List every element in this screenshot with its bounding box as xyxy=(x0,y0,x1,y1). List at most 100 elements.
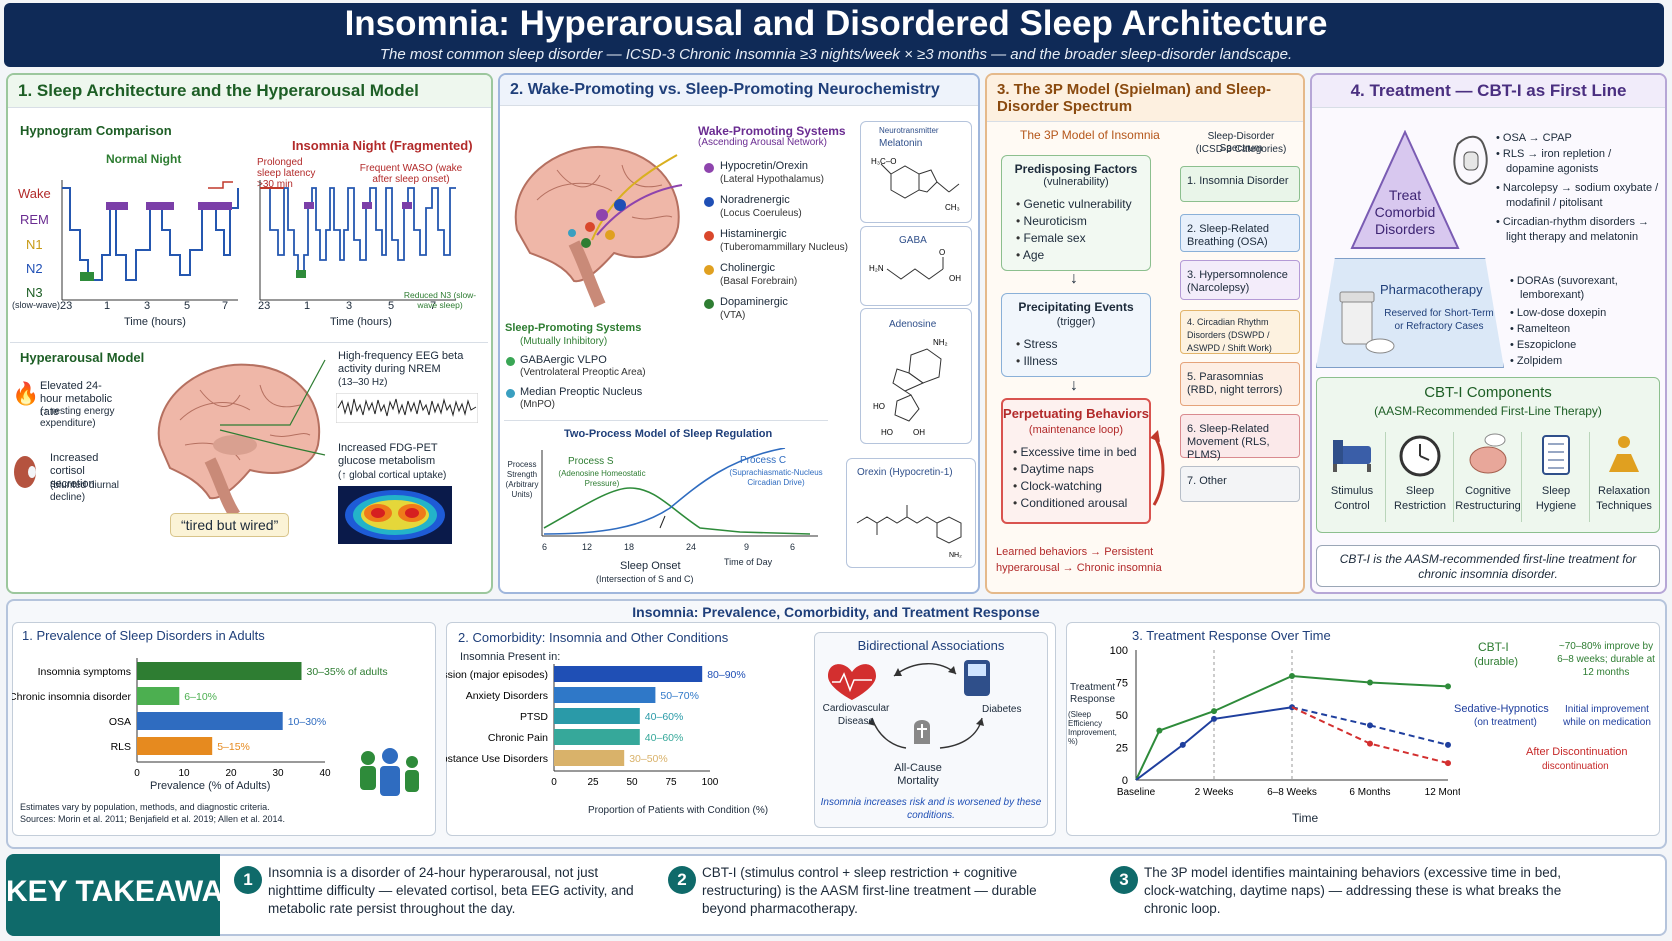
wake-system-name: Cholinergic xyxy=(720,262,776,274)
x-tick-label: 50 xyxy=(626,777,638,788)
divider xyxy=(1453,432,1454,522)
svg-text:OH: OH xyxy=(949,274,961,283)
prevalence-x-label: Prevalence (% of Adults) xyxy=(150,780,271,792)
data-point xyxy=(1445,760,1451,767)
hypnotic-series-note: Initial improvement while on medication xyxy=(1563,704,1651,728)
3p-model-title: The 3P Model of Insomnia xyxy=(1020,128,1160,142)
panel-1-title: 1. Sleep Architecture and the Hyperarous… xyxy=(8,75,491,108)
down-arrow-icon: ↓ xyxy=(1070,270,1078,287)
panel-4-title: 4. Treatment — CBT-I as First Line xyxy=(1312,75,1665,108)
category-label: PTSD xyxy=(520,711,548,723)
y-tick-label: 100 xyxy=(1110,645,1128,657)
sleep-system-name: GABAergic VLPO xyxy=(520,354,607,366)
sleep-system-sub: (Ventrolateral Preoptic Area) xyxy=(520,367,646,378)
meditation-icon xyxy=(1609,436,1639,472)
wake-system-name: Noradrenergic xyxy=(720,194,790,206)
x-tick-label: 2 Weeks xyxy=(1195,787,1234,798)
spectrum-item: 2. Sleep-Related Breathing (OSA) xyxy=(1180,214,1300,252)
cbti-component-label: Sleep Restriction xyxy=(1394,485,1446,512)
normal-night-label: Normal Night xyxy=(106,152,182,166)
y-tick-label: 50 xyxy=(1116,710,1128,722)
orexin-structure-icon: NH₂ xyxy=(856,505,962,559)
precipitating-box: Precipitating Events (trigger) StressIll… xyxy=(1001,293,1151,377)
wake-system-name: Histaminergic xyxy=(720,228,787,240)
wake-system-sub: (Locus Coeruleus) xyxy=(720,208,802,219)
spectrum-title: Sleep-Disorder Spectrum xyxy=(1207,131,1275,154)
cbti-component-label: Cognitive Restructuring xyxy=(1455,485,1521,512)
divider xyxy=(1589,432,1590,522)
wake-system-sub: (Basal Forebrain) xyxy=(720,276,798,287)
svg-text:H₃C–O: H₃C–O xyxy=(871,157,896,166)
perpetuating-box: Perpetuating Behaviors (maintenance loop… xyxy=(1001,398,1151,524)
y-tick-label: 0 xyxy=(1122,775,1128,787)
comorbid-item: • Narcolepsy → sodium oxybate / modafini… xyxy=(1496,182,1659,209)
cbti-series-label: CBT-I xyxy=(1478,640,1509,654)
hyperarousal-connectors xyxy=(219,359,326,456)
wake-system-dot xyxy=(704,231,714,241)
drug-item: • Eszopiclone xyxy=(1510,339,1577,351)
x-tick-label: 12 Months xyxy=(1425,787,1460,798)
cpap-mask-icon xyxy=(1453,135,1488,186)
data-label: 80–90% xyxy=(707,669,746,681)
svg-text:H₂N: H₂N xyxy=(869,264,884,273)
sleep-system-dot xyxy=(506,389,515,398)
response-x-label: Time xyxy=(1292,811,1319,825)
time-of-day-label: Time of Day xyxy=(724,557,773,567)
category-label: Anxiety Disorders xyxy=(466,690,548,702)
data-label: 30–35% of adults xyxy=(307,666,388,678)
molecule-orexin-card: Orexin (Hypocretin-1) NH₂ xyxy=(846,458,976,568)
data-point xyxy=(1211,708,1217,715)
data-label: 6–10% xyxy=(184,691,217,703)
sleep-onset-label: Sleep Onset xyxy=(620,560,681,572)
spectrum-item: 1. Insomnia Disorder xyxy=(1180,166,1300,202)
process-y-label: Process Strength (Arbitrary Units) xyxy=(505,460,539,499)
metabolic-text: Elevated 24-hour metabolic rate xyxy=(40,380,113,418)
takeaway-text: Insomnia is a disorder of 24-hour hypera… xyxy=(268,865,634,916)
insomnia-night-label: Insomnia Night (Fragmented) xyxy=(292,138,473,153)
y-tick-label: 75 xyxy=(1116,678,1128,690)
comorbid-item: • Circadian-rhythm disorders → light the… xyxy=(1496,216,1650,243)
drug-item: • DORAs (suvorexant, lemborexant) xyxy=(1510,275,1618,301)
data-point xyxy=(1179,741,1186,748)
takeaway-number: 2 xyxy=(668,866,696,894)
people-icon xyxy=(360,748,419,796)
page-title: Insomnia: Hyperarousal and Disordered Sl… xyxy=(344,4,1328,43)
comorbidity-chart: 0255075100Depression (major episodes)80–… xyxy=(446,664,746,788)
brain-pathways-image xyxy=(514,145,683,308)
comorbid-item: • OSA → CPAP xyxy=(1496,132,1572,144)
stage-n3: N3 xyxy=(26,285,43,300)
x-tick-label: Baseline xyxy=(1117,787,1156,798)
data-label: 50–70% xyxy=(660,690,699,702)
process-c-sub: (Suprachiasmatic-Nucleus Circadian Drive… xyxy=(729,468,823,487)
svg-text:NH₂: NH₂ xyxy=(949,552,962,559)
takeaway-number: 3 xyxy=(1110,866,1138,894)
bar xyxy=(137,687,180,705)
data-label: 10–30% xyxy=(288,716,327,728)
response-y-sub: (Sleep Efficiency Improvement, %) xyxy=(1068,710,1117,746)
x-tick-label: 40 xyxy=(319,768,331,779)
x-tick-label: 0 xyxy=(551,777,557,788)
category-label: Insomnia symptoms xyxy=(38,666,131,678)
wake-system-name: Dopaminergic xyxy=(720,296,788,308)
cbti-sub: (AASM-Recommended First-Line Therapy) xyxy=(1374,404,1602,418)
eeg-sub: (13–30 Hz) xyxy=(338,377,388,388)
prevalence-sources: Sources: Morin et al. 2011; Benjafield e… xyxy=(20,814,286,824)
process-s-sub: (Adenosine Homeostatic Pressure) xyxy=(558,469,646,488)
takeaway-text: The 3P model identifies maintaining beha… xyxy=(1144,865,1562,916)
panel-2-title: 2. Wake-Promoting vs. Sleep-Promoting Ne… xyxy=(500,75,978,106)
x-tick-label: 6 Months xyxy=(1349,787,1390,798)
wake-system-dot xyxy=(704,265,714,275)
pet-sub: (↑ global cortical uptake) xyxy=(338,470,447,481)
predisposing-box: Predisposing Factors (vulnerability) Gen… xyxy=(1001,155,1151,271)
series-line xyxy=(1135,706,1293,781)
wake-system-dot xyxy=(704,299,714,309)
latency-note: Prolonged sleep latency >30 min xyxy=(257,157,316,190)
x-tick-label: 25 xyxy=(587,777,599,788)
treat-triangle-graphic xyxy=(1350,130,1460,249)
spectrum-item: 3. Hypersomnolence (Narcolepsy) xyxy=(1180,260,1300,300)
stimulus-control-icon xyxy=(1333,440,1371,472)
bidirectional-note: Insomnia increases risk and is worsened … xyxy=(820,797,1042,821)
